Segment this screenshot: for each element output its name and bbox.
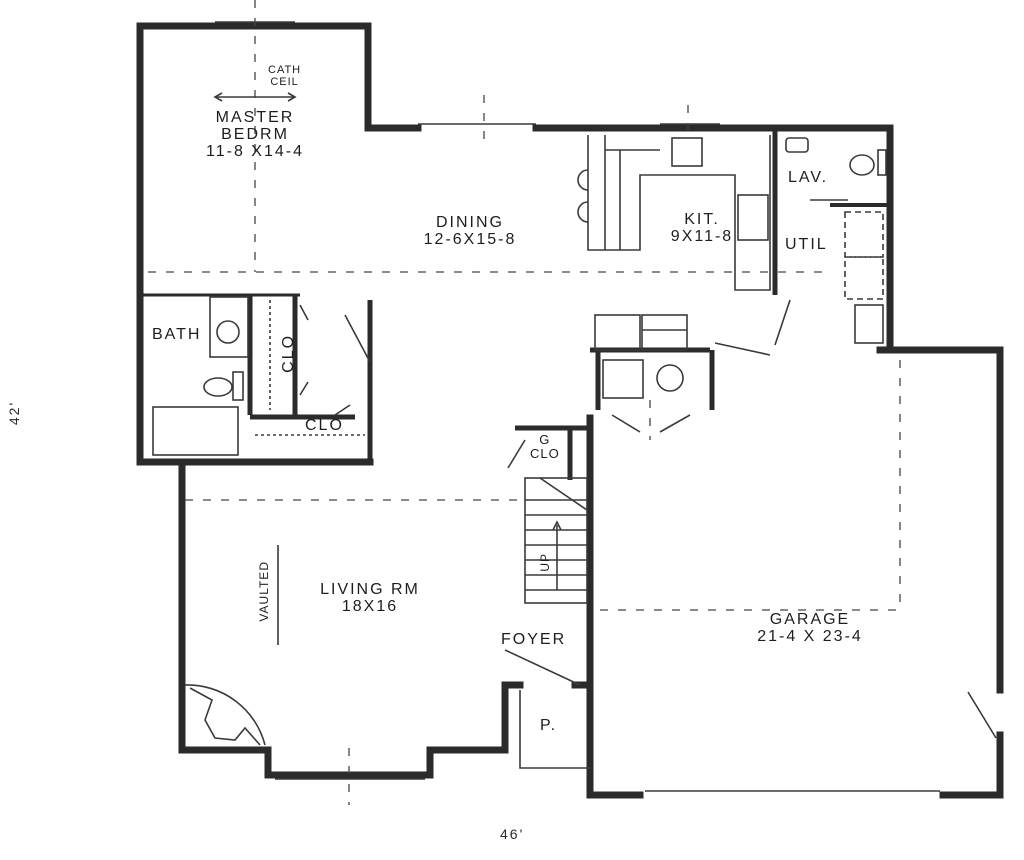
closet-2-label: CLO xyxy=(305,417,344,434)
foyer-label: FOYER xyxy=(501,631,567,648)
living-room-label: LIVING RM 18X16 xyxy=(320,581,420,615)
stairs-up-label: UP xyxy=(538,552,553,572)
garage-label: GARAGE 21-4 X 23-4 xyxy=(757,611,863,645)
bath-label: BATH xyxy=(152,326,202,343)
overall-width-dimension: 46' xyxy=(500,826,525,842)
lav-label: LAV. xyxy=(788,169,829,186)
porch-label: P. xyxy=(540,717,558,734)
dining-label: DINING 12-6X15-8 xyxy=(423,214,517,248)
master-bedroom-label: MASTER BEDRM 11-8 X14-4 xyxy=(206,109,304,160)
overall-depth-dimension: 42' xyxy=(6,400,23,426)
kitchen-label: KIT. 9X11-8 xyxy=(670,211,734,245)
master-bedroom-note: CATH CEIL xyxy=(268,64,302,88)
util-label: UTIL xyxy=(785,236,828,253)
dashed-lines xyxy=(148,0,901,805)
interior-walls xyxy=(140,128,890,480)
guest-closet-label: G CLO xyxy=(530,432,560,461)
vaulted-note: VAULTED xyxy=(256,561,271,622)
exterior-walls xyxy=(136,22,1004,799)
fixtures xyxy=(152,21,997,792)
closet-1-label: CLO xyxy=(280,333,298,373)
